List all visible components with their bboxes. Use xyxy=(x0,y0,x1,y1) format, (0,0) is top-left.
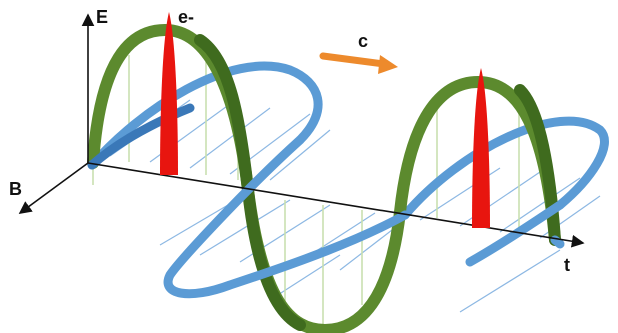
light-speed-arrow xyxy=(319,52,398,74)
electron-pulse-1 xyxy=(160,12,178,175)
light-speed-label: c xyxy=(358,31,368,51)
e-axis-label: E xyxy=(96,7,108,27)
axes xyxy=(18,13,585,248)
electron-label: e- xyxy=(178,7,194,27)
magnetic-wave-front xyxy=(87,103,565,299)
electric-field-vectors xyxy=(92,55,520,326)
b-axis-label: B xyxy=(9,179,22,199)
magnetic-wave-back xyxy=(87,61,609,220)
t-axis-label: t xyxy=(564,255,570,275)
electron-pulse-2 xyxy=(472,68,490,228)
magnetic-field-vectors xyxy=(109,99,601,313)
b-axis-line xyxy=(18,162,89,214)
t-axis-line xyxy=(87,162,585,248)
